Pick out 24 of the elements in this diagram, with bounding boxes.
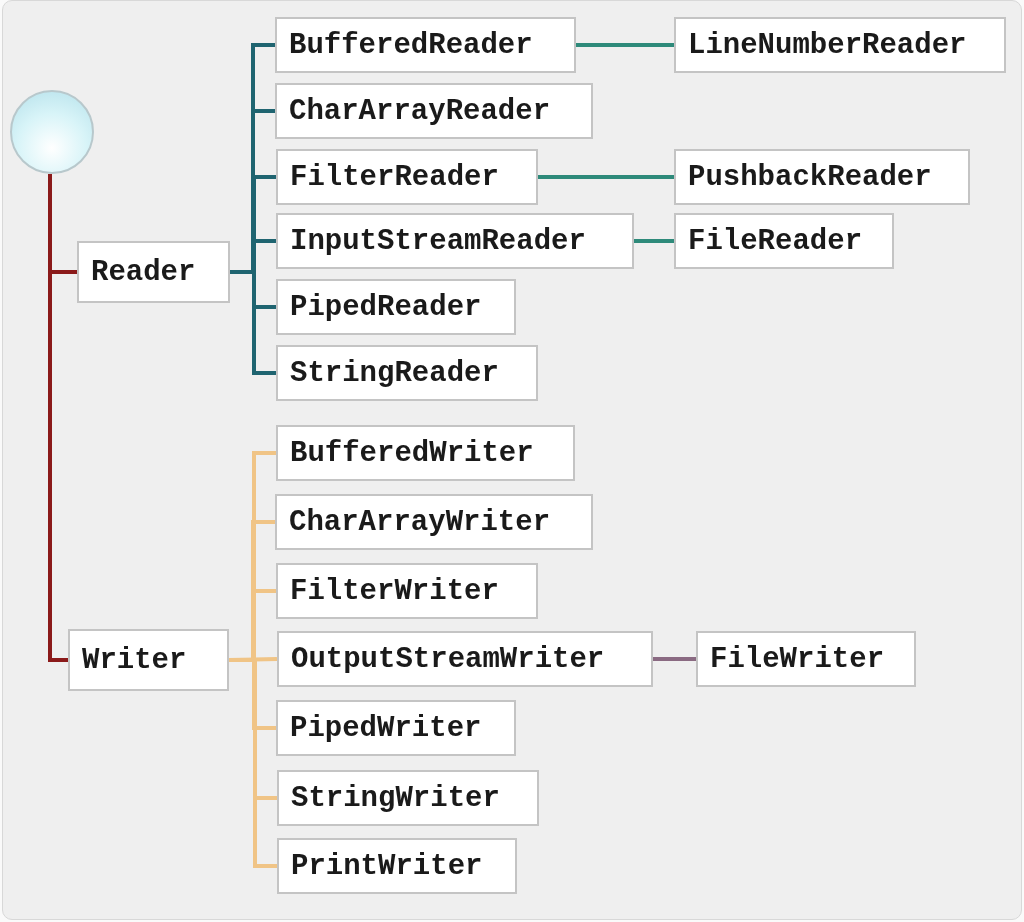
connector-line (48, 174, 68, 662)
class-box: FilterReader (276, 149, 538, 205)
connector-line (653, 657, 696, 661)
class-box: StringReader (276, 345, 538, 401)
connector-line (538, 175, 674, 179)
class-box: OutputStreamWriter (277, 631, 653, 687)
class-box: PrintWriter (277, 838, 517, 894)
class-box: FilterWriter (276, 563, 538, 619)
class-box: BufferedReader (275, 17, 576, 73)
class-box: PipedReader (276, 279, 516, 335)
class-box: Reader (77, 241, 230, 303)
connector-line (576, 43, 674, 47)
connector-line (634, 239, 674, 243)
class-box: StringWriter (277, 770, 539, 826)
class-box: FileReader (674, 213, 894, 269)
class-box: CharArrayReader (275, 83, 593, 139)
class-box: PushbackReader (674, 149, 970, 205)
class-box: LineNumberReader (674, 17, 1006, 73)
class-box: PipedWriter (276, 700, 516, 756)
class-box: BufferedWriter (276, 425, 575, 481)
class-box: Writer (68, 629, 229, 691)
class-box: CharArrayWriter (275, 494, 593, 550)
class-box: FileWriter (696, 631, 916, 687)
class-box: InputStreamReader (276, 213, 634, 269)
